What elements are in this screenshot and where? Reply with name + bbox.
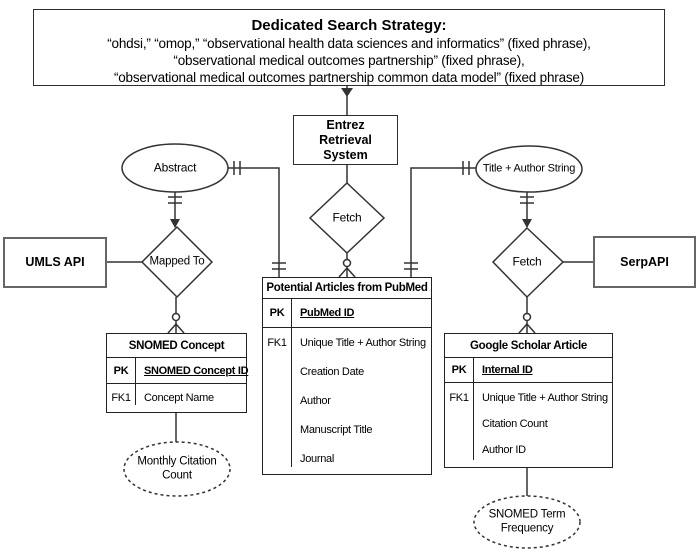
strategy-line: “observational medical outcomes partners… (113, 70, 585, 85)
table-attr: Author ID (482, 444, 526, 456)
pk-row: PK PubMed ID (263, 299, 431, 328)
table-attr: Concept Name (144, 392, 214, 404)
table-body: FK1 Unique Title + Author String Creatio… (263, 328, 431, 474)
connector-fetch-googlescholar (518, 297, 536, 334)
table-title: SNOMED Concept (107, 334, 246, 358)
strategy-line: “ohdsi,” “omop,” “observational health d… (107, 36, 591, 51)
connector-titleauthor-pubmed (404, 161, 477, 277)
table-title: Google Scholar Article (445, 334, 612, 358)
table-attr: Unique Title + Author String (300, 336, 426, 349)
abstract-ellipse (121, 143, 229, 193)
title-author-ellipse (475, 145, 583, 193)
connector-abstract-pubmed (228, 161, 286, 277)
pk-field: PubMed ID (300, 307, 355, 319)
fk-key: FK1 (267, 336, 287, 349)
connector-titleauthor-fetch (520, 191, 534, 228)
pk-field: Internal ID (482, 364, 533, 376)
monthly-citation-ellipse (123, 441, 231, 497)
arrow-down-icon (522, 219, 532, 228)
table-body: FK1 Concept Name (107, 384, 246, 412)
strategy-heading: Dedicated Search Strategy: (251, 17, 447, 34)
fetch-right-diamond (491, 226, 565, 299)
serpapi-box: SerpAPI (593, 236, 696, 288)
pk-key: PK (445, 358, 474, 382)
fk-key: FK1 (111, 392, 131, 404)
umls-api-box: UMLS API (3, 237, 107, 288)
pk-key: PK (107, 358, 136, 383)
arrow-down-icon (341, 88, 353, 97)
zero-cardinality-icon (342, 258, 352, 268)
google-scholar-table: Google Scholar Article PK Internal ID FK… (444, 333, 613, 468)
mapped-to-label: Mapped To (149, 255, 205, 268)
pk-field: SNOMED Concept ID (144, 364, 249, 377)
serpapi-label: SerpAPI (620, 254, 669, 269)
snomed-term-frequency-ellipse (473, 495, 581, 549)
connector-strategy-entrez (341, 86, 353, 115)
connector-abstract-mappedto (168, 192, 182, 228)
mapped-to-diamond (140, 225, 214, 299)
monthly-citation-label: Monthly Citation Count (137, 455, 217, 482)
table-attr: Journal (300, 452, 334, 465)
connector-mappedto-snomed (167, 297, 185, 334)
dedicated-search-strategy-box: Dedicated Search Strategy: “ohdsi,” “omo… (33, 9, 665, 86)
arrow-down-icon (170, 219, 180, 228)
strategy-line: “observational medical outcomes partners… (173, 53, 525, 68)
connector-fetch-pubmed (338, 253, 356, 278)
zero-cardinality-icon (522, 312, 532, 322)
abstract-label: Abstract (153, 160, 197, 175)
table-attr: Author (300, 394, 331, 407)
pk-row: PK SNOMED Concept ID (107, 358, 249, 384)
title-author-label: Title + Author String (482, 162, 576, 175)
umls-api-label: UMLS API (25, 255, 85, 269)
fetch-mid-diamond (308, 181, 386, 255)
table-attr: Manuscript Title (300, 423, 373, 436)
table-body: FK1 Unique Title + Author String Citatio… (445, 383, 612, 467)
table-attr: Unique Title + Author String (482, 392, 608, 404)
zero-cardinality-icon (171, 312, 181, 322)
table-attr: Citation Count (482, 418, 548, 430)
pubmed-articles-table: Potential Articles from PubMed PK PubMed… (262, 277, 432, 475)
fetch-mid-label: Fetch (332, 210, 362, 225)
fetch-right-label: Fetch (512, 254, 542, 269)
fk-key: FK1 (449, 392, 469, 404)
entrez-retrieval-system-box: Entrez Retrieval System (293, 115, 398, 165)
table-attr: Creation Date (300, 365, 364, 378)
snomed-term-frequency-label: SNOMED Term Frequency (488, 508, 566, 535)
pk-key: PK (263, 299, 292, 327)
entrez-label: Entrez Retrieval System (319, 117, 372, 162)
pk-row: PK Internal ID (445, 358, 612, 383)
snomed-concept-table: SNOMED Concept PK SNOMED Concept ID FK1 … (106, 333, 249, 413)
table-title: Potential Articles from PubMed (263, 278, 431, 299)
